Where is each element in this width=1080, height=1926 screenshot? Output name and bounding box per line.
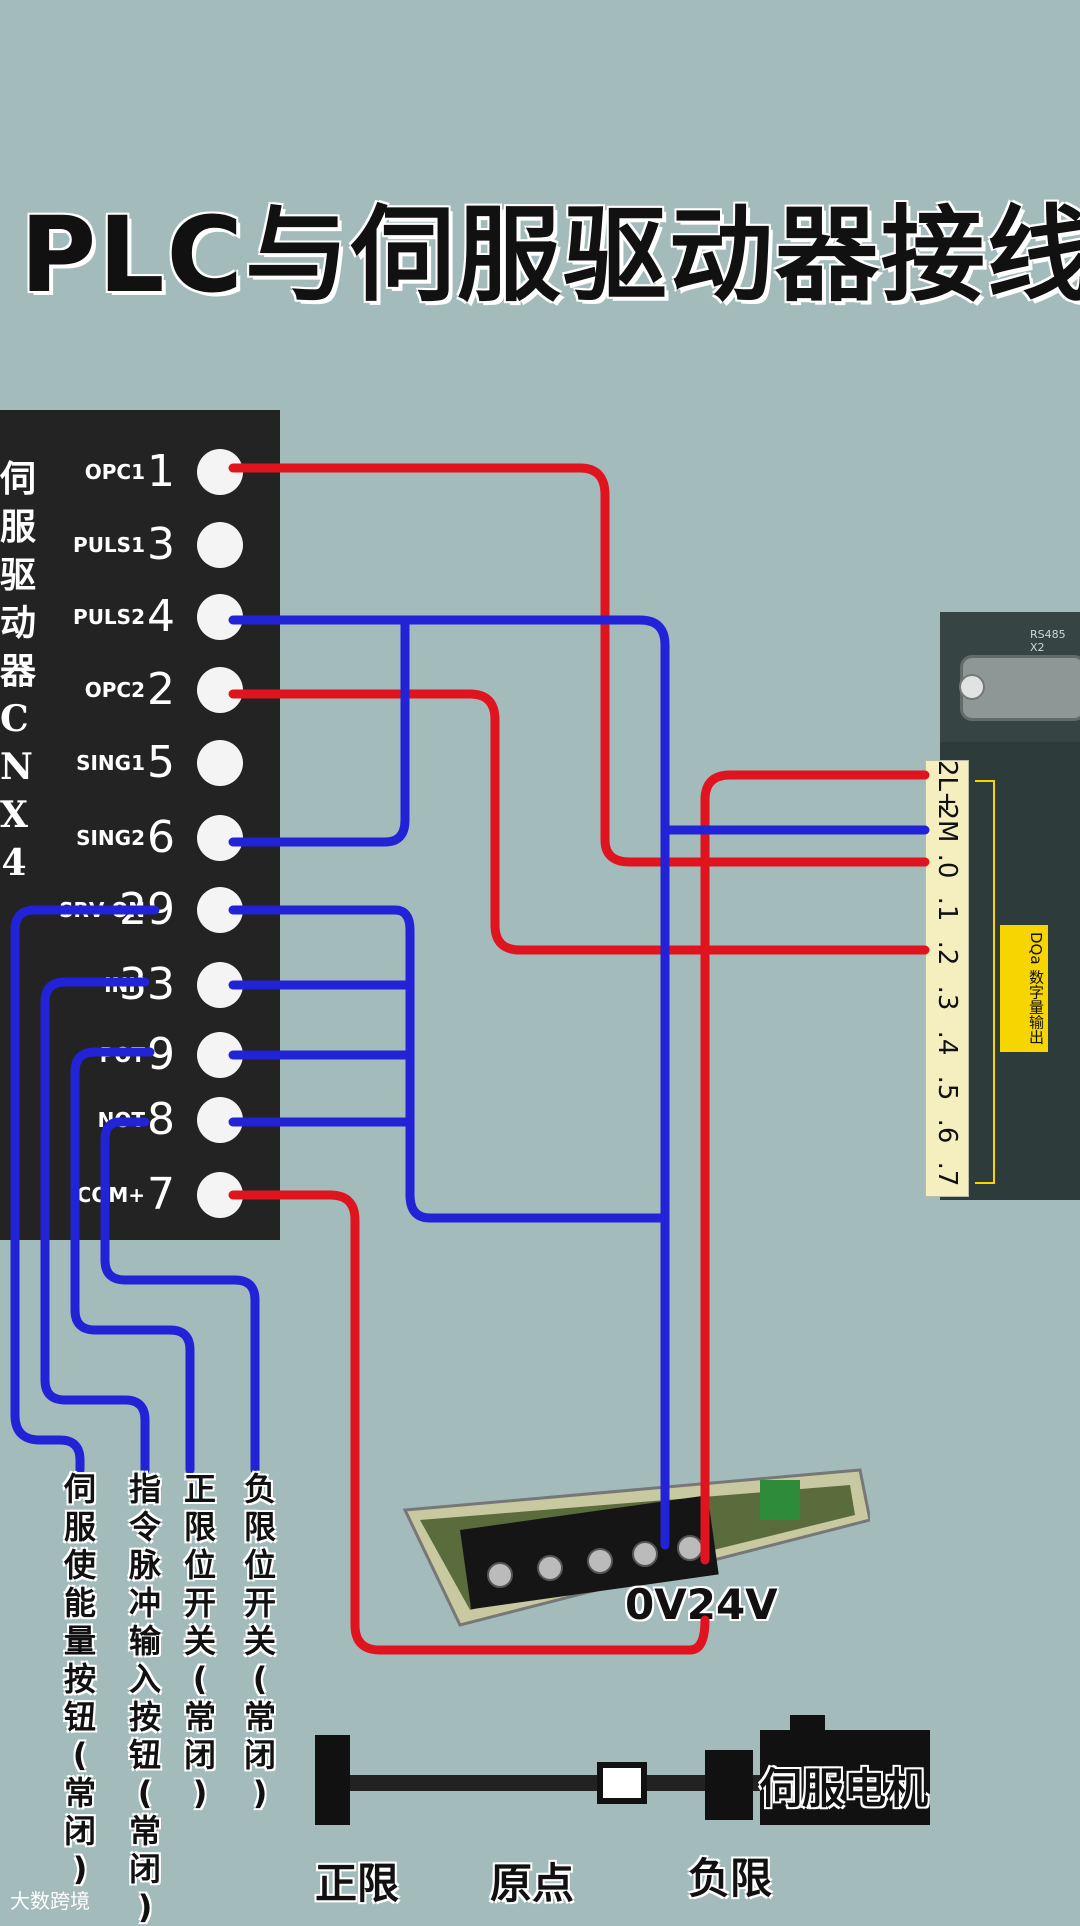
wire-sing2 (228, 615, 410, 847)
wire-2l-to-24v (700, 770, 930, 1565)
dqa-output-label: DQa 数字量输出 (1000, 925, 1048, 1052)
servo-motor-label: 伺服电机 (760, 1764, 929, 1813)
pin-number: 1 (147, 446, 175, 497)
watermark: 大数跨境 (10, 1889, 90, 1913)
label-negative-limit: 负限位开关(常闭) (243, 1470, 276, 1812)
wire-inh-switch (40, 977, 150, 1475)
rail-label-origin: 原点 (490, 1859, 575, 1908)
output-bracket (975, 780, 995, 1184)
terminal-hole (197, 740, 243, 786)
driver-title-char: X (0, 794, 28, 836)
pin-number: 7 (147, 1169, 175, 1220)
pin-number: 6 (147, 812, 175, 863)
pin-number: 2 (147, 664, 175, 715)
db9-connector-icon (959, 655, 1080, 721)
plc-terminal-strip: 2L+ 2M .0 .1 .2 .3 .4 .5 .6 .7 (925, 760, 969, 1197)
pin-number: 5 (147, 737, 175, 788)
wire-srv-on-bus (228, 905, 670, 1223)
label-servo-enable: 伺服使能量按钮(常闭) (63, 1470, 96, 1888)
pin-label: COM+ (76, 1183, 145, 1207)
wire-srv-on-switch (10, 905, 160, 1475)
pin-puls1: PULS1 3 (0, 519, 255, 570)
servo-motor-rail (315, 1715, 930, 1825)
wire-not-switch (100, 1117, 260, 1475)
rs485-port-label: RS485 X2 (1030, 628, 1066, 654)
pin-label: OPC1 (84, 460, 145, 484)
power-supply-unit (402, 1468, 870, 1627)
wire-com-to-24v (228, 1190, 710, 1655)
rail-label-positive: 正限 (315, 1859, 400, 1908)
driver-title-char: N (0, 746, 33, 788)
wire-pot-switch (70, 1047, 195, 1475)
driver-title-char: 4 (1, 842, 27, 884)
pin-number: 4 (147, 591, 175, 642)
pin-sing1: SING1 5 (0, 737, 255, 788)
rail-label-negative: 负限 (688, 1854, 773, 1903)
pin-label: PULS1 (73, 533, 145, 557)
label-positive-limit: 正限位开关(常闭) (183, 1470, 216, 1812)
wire-puls2 (228, 615, 670, 1550)
wire-opc1-to-q0 (228, 463, 930, 867)
terminal-hole (197, 522, 243, 568)
driver-title-char: C (0, 698, 29, 740)
pin-label: OPC2 (84, 678, 145, 702)
page-title: PLC与伺服驱动器接线 (20, 194, 1080, 316)
pin-opc1: OPC1 1 (0, 446, 255, 497)
pin-number: 3 (147, 519, 175, 570)
pin-label: SING2 (76, 826, 145, 850)
pin-opc2: OPC2 2 (0, 664, 255, 715)
pin-number: 8 (147, 1094, 175, 1145)
label-pulse-input: 指令脉冲输入按钮(常闭) (128, 1470, 161, 1926)
pin-label: PULS2 (73, 605, 145, 629)
wire-opc2-to-q2 (228, 689, 930, 955)
pin-label: SING1 (76, 751, 145, 775)
